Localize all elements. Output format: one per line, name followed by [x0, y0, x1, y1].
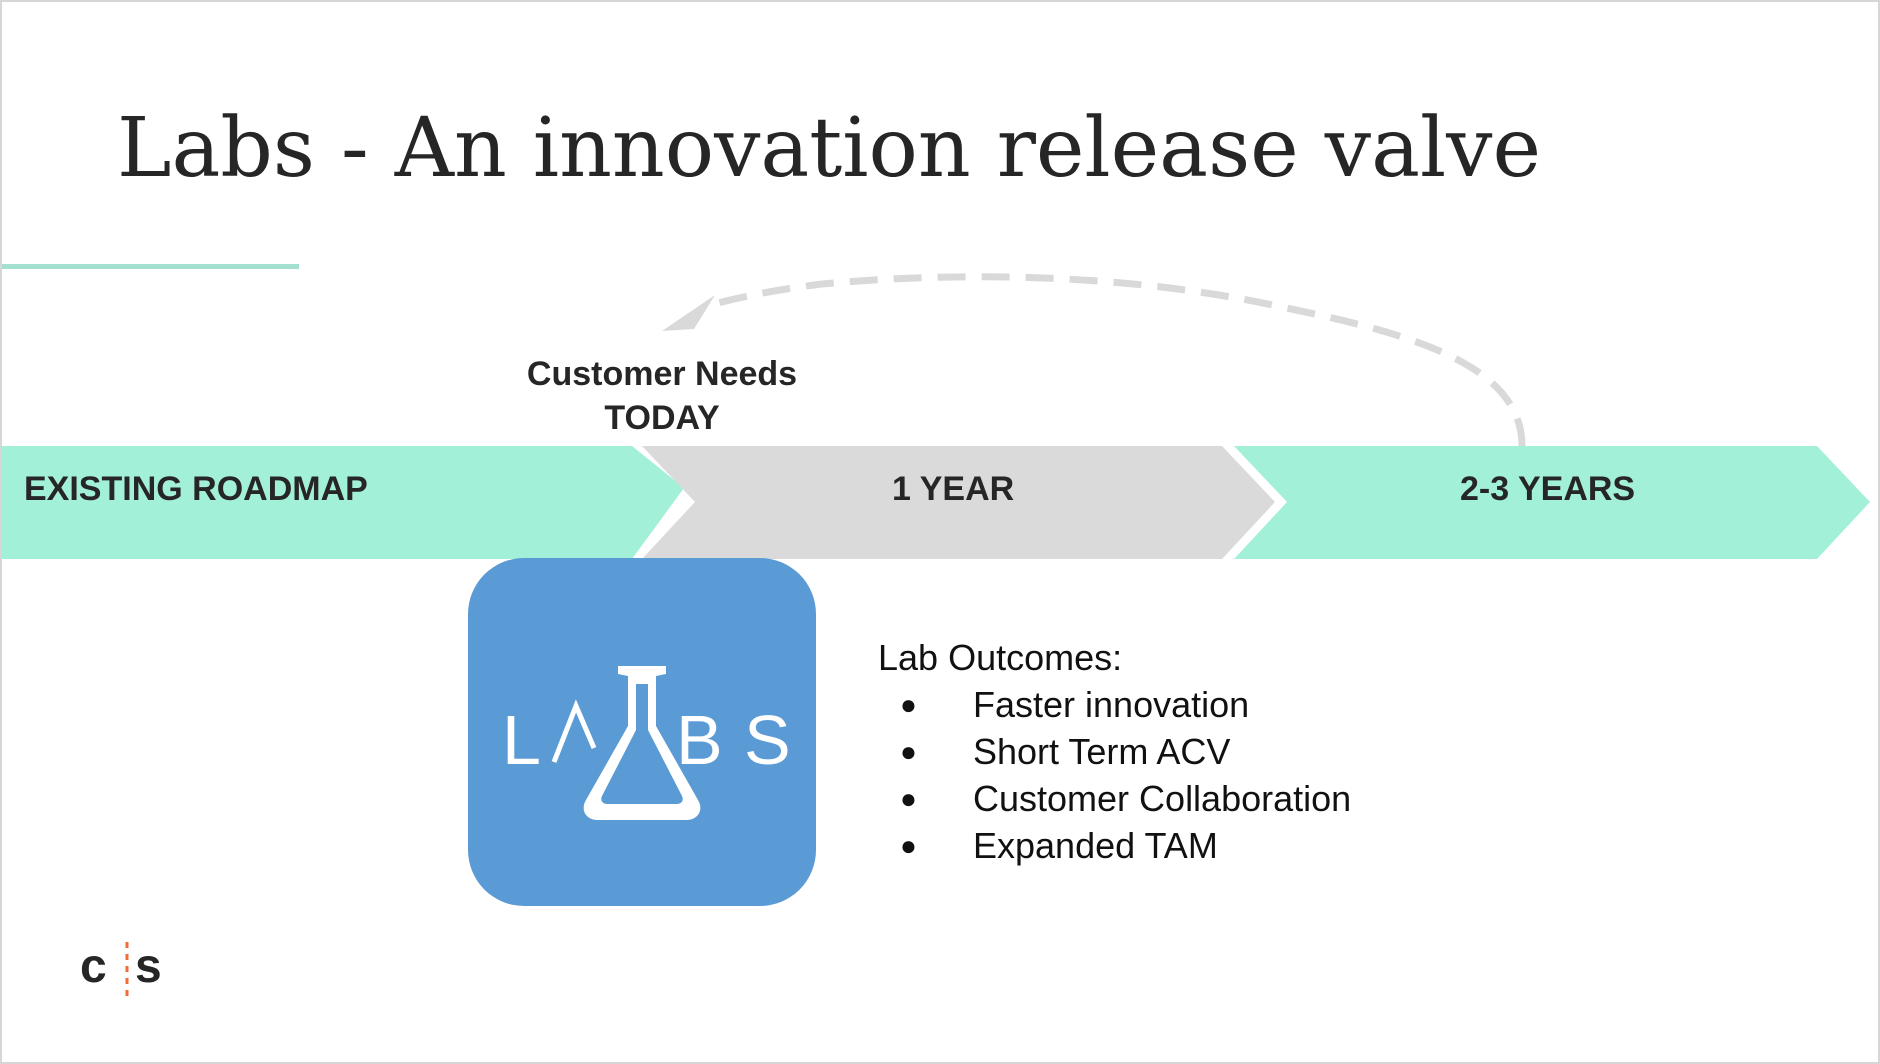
chevron-existing-roadmap — [2, 446, 684, 559]
bullet-icon: ● — [900, 830, 917, 861]
feedback-arrow-path — [713, 273, 1526, 447]
bullet-icon: ● — [900, 736, 917, 767]
list-item: ● Customer Collaboration — [878, 775, 1351, 822]
chevron-label-existing-roadmap: EXISTING ROADMAP — [24, 470, 368, 508]
list-item: ● Short Term ACV — [878, 728, 1351, 775]
lab-outcomes-heading: Lab Outcomes: — [878, 637, 1123, 678]
labs-logo: L B S — [502, 666, 791, 820]
list-item: ● Expanded TAM — [878, 822, 1351, 869]
customer-needs-line2: TODAY — [604, 399, 720, 437]
chevron-2-3-years — [1234, 446, 1870, 559]
list-item: ● Faster innovation — [878, 681, 1351, 728]
outcome-text: Customer Collaboration — [973, 778, 1352, 819]
lab-outcomes: Lab Outcomes: ● Faster innovation ● Short … — [878, 634, 1351, 869]
company-logo: c s — [80, 940, 162, 998]
customer-needs-line1: Customer Needs — [526, 355, 798, 393]
chevron-label-1-year: 1 YEAR — [892, 470, 1015, 508]
labs-letter-s: S — [744, 701, 791, 779]
accent-line — [2, 264, 299, 269]
lab-outcomes-list: ● Faster innovation ● Short Term ACV ● Cust… — [878, 681, 1351, 869]
slide-title: Labs - An innovation release valve — [117, 101, 1542, 196]
chevron-1-year — [642, 446, 1275, 559]
bullet-icon: ● — [900, 783, 917, 814]
logo-letter-c: c — [80, 940, 107, 993]
labs-logo-tile: L B S — [468, 558, 816, 906]
chevron-label-2-3-years: 2-3 YEARS — [1460, 470, 1636, 508]
bullet-icon: ● — [900, 689, 917, 720]
feedback-arrow-head — [662, 295, 715, 331]
outcome-text: Short Term ACV — [973, 731, 1231, 772]
logo-letter-s: s — [135, 940, 162, 993]
labs-letter-b: B — [676, 701, 723, 779]
outcome-text: Expanded TAM — [973, 825, 1218, 866]
customer-needs-label: Customer Needs TODAY — [462, 352, 862, 440]
labs-letter-l: L — [502, 701, 541, 779]
outcome-text: Faster innovation — [973, 684, 1250, 725]
labs-letter-a-stroke — [551, 699, 597, 763]
